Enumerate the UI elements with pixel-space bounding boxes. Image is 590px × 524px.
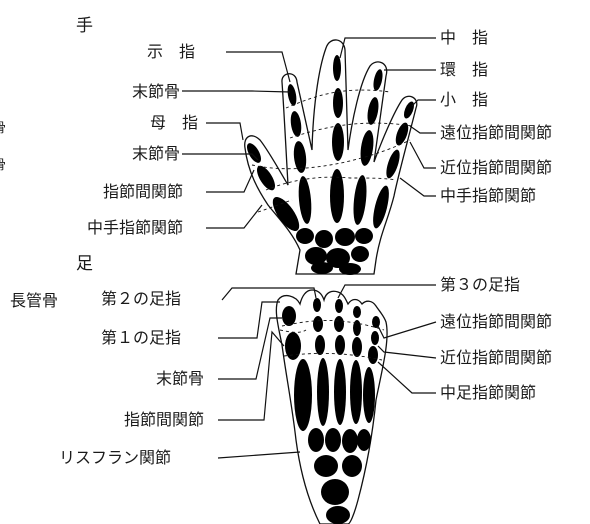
label-long-bone: 長管骨 [10,292,58,310]
label-pip-joint-hand: 近位指節間関節 [440,159,552,177]
label-index-finger: 示 指 [147,43,195,61]
edge-fragment-top: 骨 [0,120,6,138]
edge-fragment-bottom: 骨 [0,157,6,175]
label-pip-joint-foot: 近位指節間関節 [440,349,552,367]
label-distal-phalanx-hand: 末節骨 [132,83,180,101]
label-ip-joint-foot: 指節間関節 [124,411,204,429]
label-second-toe: 第２の足指 [101,290,181,308]
label-first-toe: 第１の足指 [101,329,181,347]
label-distal-phalanx-thumb: 末節骨 [132,145,180,163]
label-little-finger: 小 指 [440,91,488,109]
label-third-toe: 第３の足指 [440,276,520,294]
label-mcp-joint-hand-right: 中手指節関節 [440,187,536,205]
label-mtp-joint: 中足指節関節 [440,384,536,402]
foot-diagram [276,290,387,524]
label-dip-joint-foot: 遠位指節間関節 [440,313,552,331]
label-middle-finger: 中 指 [440,29,488,47]
label-mcp-joint-hand-left: 中手指節関節 [87,219,183,237]
label-ip-joint-hand: 指節間関節 [103,183,183,201]
label-ring-finger: 環 指 [440,61,488,79]
hand-diagram [244,40,417,275]
label-thumb: 母 指 [150,114,198,132]
label-distal-phalanx-foot: 末節骨 [156,370,204,388]
foot-section-title: 足 [76,255,93,273]
hand-section-title: 手 [76,17,93,35]
label-lisfranc-joint: リスフラン関節 [59,449,171,467]
label-dip-joint-hand: 遠位指節間関節 [440,124,552,142]
